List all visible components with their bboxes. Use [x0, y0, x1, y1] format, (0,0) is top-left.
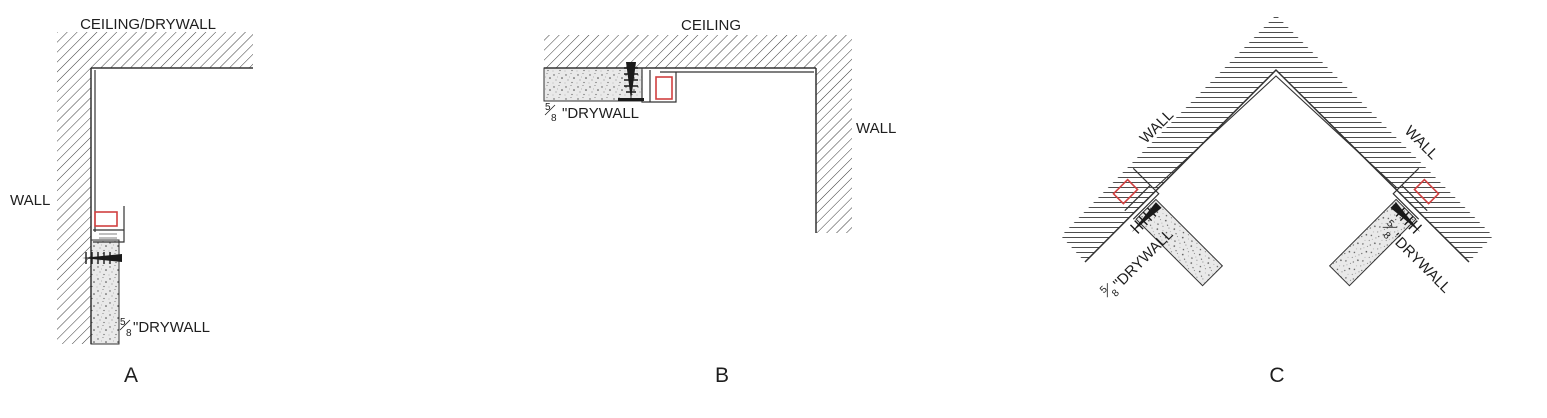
- trim-leg: [1154, 75, 1398, 189]
- detail-c: WALL WALL 5 8 "DRYWALL 5 8 "DRYWALL C: [1061, 15, 1493, 387]
- drywall-label: 5 8 "DRYWALL: [544, 102, 639, 124]
- wall-label: WALL: [856, 120, 896, 137]
- aluminum-profile: [93, 206, 125, 243]
- svg-text:5: 5: [545, 102, 551, 113]
- drywall-label: 5 8 "DRYWALL: [119, 317, 210, 339]
- led-channel: [655, 76, 673, 100]
- ceiling-hatch: [544, 35, 816, 68]
- screw-icon: [1129, 202, 1162, 234]
- svg-text:8: 8: [126, 328, 132, 339]
- wall-face-line: [1084, 68, 1470, 263]
- drywall-board: [543, 67, 643, 102]
- svg-text:5: 5: [1098, 284, 1110, 296]
- caption-b: B: [715, 364, 729, 387]
- wall-hatch: [816, 35, 852, 233]
- left-drywall-assembly: [1112, 167, 1224, 287]
- led-channel: [1112, 178, 1139, 205]
- ceiling-label: CEILING/DRYWALL: [80, 16, 216, 33]
- corner-wall-hatch: [1061, 15, 1493, 262]
- svg-text:"DRYWALL: "DRYWALL: [1110, 226, 1176, 292]
- wall-label: WALL: [10, 192, 50, 209]
- screw-icon: [618, 62, 644, 101]
- led-channel: [94, 211, 118, 227]
- svg-text:5: 5: [120, 317, 126, 328]
- aluminum-profile: [641, 70, 677, 103]
- ceiling-hatch: [57, 32, 253, 68]
- caption-a: A: [124, 364, 138, 387]
- drywall-board: [1135, 198, 1224, 287]
- screw-icon: [82, 252, 122, 264]
- led-channel: [1413, 178, 1440, 205]
- detail-a: CEILING/DRYWALL WALL 5 8 "DRYWALL A: [10, 16, 253, 387]
- right-drywall-assembly: [1328, 167, 1440, 287]
- wall-hatch: [57, 68, 91, 344]
- drywall-board: [1328, 198, 1417, 287]
- svg-text:"DRYWALL: "DRYWALL: [562, 105, 639, 122]
- ceiling-label: CEILING: [681, 17, 741, 34]
- detail-b: CEILING WALL 5 8 "DRYWALL B: [543, 17, 896, 387]
- caption-c: C: [1269, 364, 1284, 387]
- svg-text:"DRYWALL: "DRYWALL: [1388, 230, 1454, 296]
- svg-text:"DRYWALL: "DRYWALL: [133, 319, 210, 336]
- svg-text:8: 8: [551, 113, 557, 124]
- screw-icon: [1390, 202, 1423, 234]
